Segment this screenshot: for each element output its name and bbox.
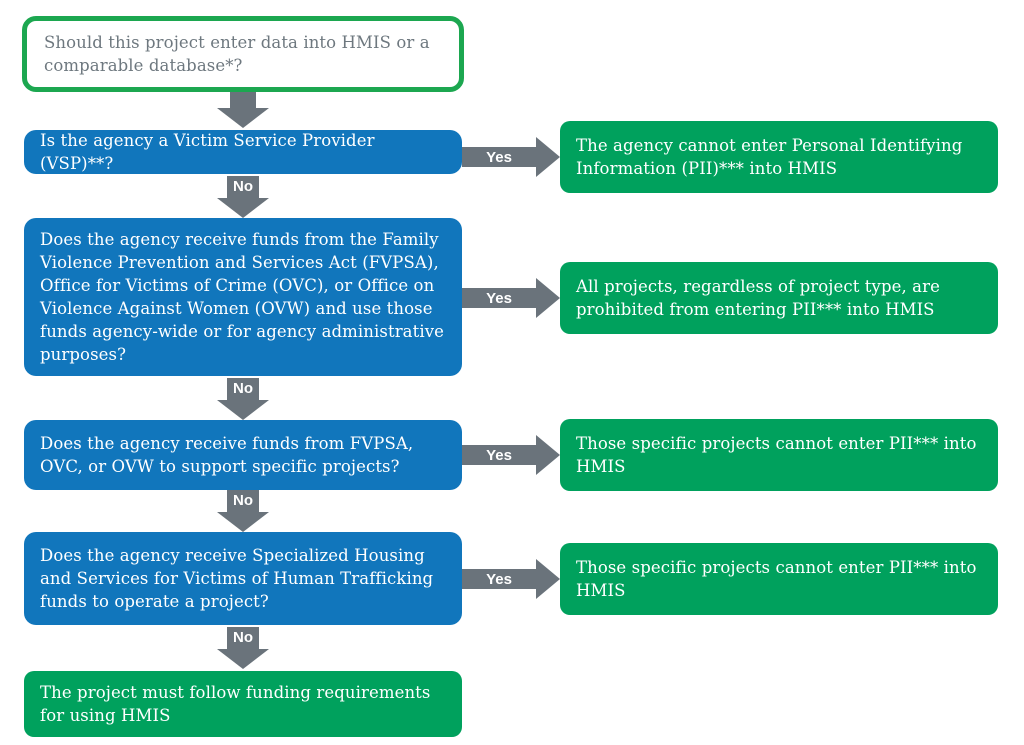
- result-text: Those specific projects cannot enter PII…: [576, 434, 977, 476]
- yes-arrow-2: Yes: [462, 278, 560, 318]
- result-text: Those specific projects cannot enter PII…: [576, 558, 977, 600]
- no-label: No: [227, 378, 259, 400]
- arrowhead-right-icon: [536, 278, 560, 318]
- no-label: No: [227, 627, 259, 649]
- question-text: Does the agency receive funds from the F…: [40, 230, 445, 364]
- no-connector-1: No: [217, 176, 269, 218]
- question-text: Is the agency a Victim Service Provider …: [40, 131, 375, 173]
- yes-arrow-3: Yes: [462, 435, 560, 475]
- arrowhead-down-icon: [217, 512, 269, 532]
- arrow-shaft: [230, 92, 256, 108]
- result-text: All projects, regardless of project type…: [576, 277, 940, 319]
- no-label: No: [227, 176, 259, 198]
- question-node-1: Is the agency a Victim Service Provider …: [24, 130, 462, 174]
- question-node-4: Does the agency receive Specialized Hous…: [24, 532, 462, 625]
- no-label: No: [227, 490, 259, 512]
- result-node-1: The agency cannot enter Personal Identif…: [560, 121, 998, 193]
- result-node-4: Those specific projects cannot enter PII…: [560, 543, 998, 615]
- no-connector-2: No: [217, 378, 269, 420]
- question-text: Does the agency receive funds from FVPSA…: [40, 434, 414, 476]
- question-node-2: Does the agency receive funds from the F…: [24, 218, 462, 376]
- arrowhead-down-icon: [217, 198, 269, 218]
- no-connector-3: No: [217, 490, 269, 532]
- yes-arrow-4: Yes: [462, 559, 560, 599]
- arrowhead-down-icon: [217, 108, 269, 128]
- no-connector-4: No: [217, 627, 269, 669]
- arrowhead-right-icon: [536, 559, 560, 599]
- yes-label: Yes: [462, 445, 536, 465]
- result-node-2: All projects, regardless of project type…: [560, 262, 998, 334]
- result-text: The agency cannot enter Personal Identif…: [576, 136, 963, 178]
- final-node: The project must follow funding requirem…: [24, 671, 462, 737]
- question-text: Does the agency receive Specialized Hous…: [40, 546, 434, 611]
- yes-arrow-1: Yes: [462, 137, 560, 177]
- yes-label: Yes: [462, 147, 536, 167]
- yes-label: Yes: [462, 569, 536, 589]
- final-node-text: The project must follow funding requirem…: [40, 683, 431, 725]
- down-arrow: [217, 92, 269, 128]
- arrowhead-right-icon: [536, 137, 560, 177]
- start-node: Should this project enter data into HMIS…: [22, 16, 464, 92]
- arrowhead-right-icon: [536, 435, 560, 475]
- yes-label: Yes: [462, 288, 536, 308]
- arrowhead-down-icon: [217, 400, 269, 420]
- arrowhead-down-icon: [217, 649, 269, 669]
- question-node-3: Does the agency receive funds from FVPSA…: [24, 420, 462, 490]
- result-node-3: Those specific projects cannot enter PII…: [560, 419, 998, 491]
- start-node-text: Should this project enter data into HMIS…: [44, 33, 430, 75]
